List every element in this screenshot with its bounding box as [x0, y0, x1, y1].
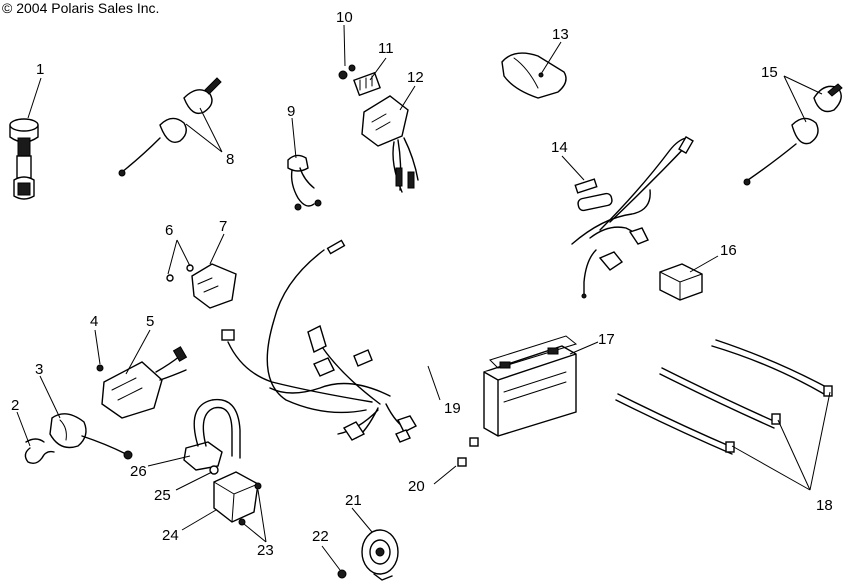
- part-4-screw: [96, 364, 104, 372]
- callout-6: 6: [165, 222, 173, 239]
- part-2-clip: [24, 438, 55, 465]
- part-20-screws: [457, 437, 479, 467]
- callout-3: 3: [35, 361, 43, 378]
- copyright-notice: © 2004 Polaris Sales Inc.: [2, 0, 160, 16]
- callout-12: 12: [407, 69, 424, 86]
- part-14-fuse: [574, 178, 598, 194]
- callout-8: 8: [226, 151, 234, 168]
- callout-4: 4: [90, 313, 98, 330]
- part-6-screws: [166, 264, 194, 282]
- part-11-connector: [353, 71, 381, 97]
- callout-5: 5: [146, 313, 154, 330]
- part-9-bulb-socket: [287, 154, 322, 211]
- callout-21: 21: [345, 492, 362, 509]
- part-23-screws: [238, 482, 262, 526]
- part-10-screw: [338, 64, 356, 80]
- callout-13: 13: [552, 26, 569, 43]
- callout-24: 24: [162, 527, 179, 544]
- part-13-cover: [501, 52, 567, 99]
- part-22-screw: [337, 569, 347, 579]
- callout-22: 22: [312, 528, 329, 545]
- part-1-ignition-switch: [9, 118, 39, 200]
- part-5-cdi-module: [101, 346, 188, 419]
- part-19-main-harness: [221, 135, 694, 443]
- callout-14: 14: [551, 139, 568, 156]
- callout-18: 18: [816, 497, 833, 514]
- part-8-switch: [118, 77, 222, 177]
- part-17-battery: [483, 335, 578, 437]
- part-26-spark-plug-cap: [183, 398, 241, 471]
- part-18-straps: [615, 339, 833, 455]
- callout-10: 10: [336, 9, 353, 26]
- part-3-connector: [49, 413, 133, 460]
- callout-23: 23: [257, 542, 274, 559]
- callout-9: 9: [287, 103, 295, 120]
- part-16-relay: [659, 263, 703, 301]
- part-15-switch: [743, 83, 843, 186]
- callout-26: 26: [130, 463, 147, 480]
- callout-25: 25: [154, 487, 171, 504]
- part-24-ignition-coil: [213, 471, 259, 523]
- callout-19: 19: [444, 400, 461, 417]
- callout-7: 7: [219, 218, 227, 235]
- callout-17: 17: [598, 331, 615, 348]
- callout-15: 15: [761, 64, 778, 81]
- callout-1: 1: [36, 61, 44, 78]
- part-21-horn: [361, 529, 399, 581]
- callout-numbers: 1 2 3 4 5 6 7 8 9 10 11 12 13 14 15 16 1…: [11, 9, 833, 559]
- part-7-relay-module: [191, 263, 237, 309]
- callout-16: 16: [720, 242, 737, 259]
- callout-20: 20: [408, 478, 425, 495]
- callout-2: 2: [11, 397, 19, 414]
- part-12-voltage-regulator: [361, 95, 419, 193]
- leader-lines: [16, 24, 831, 571]
- callout-11: 11: [378, 40, 394, 57]
